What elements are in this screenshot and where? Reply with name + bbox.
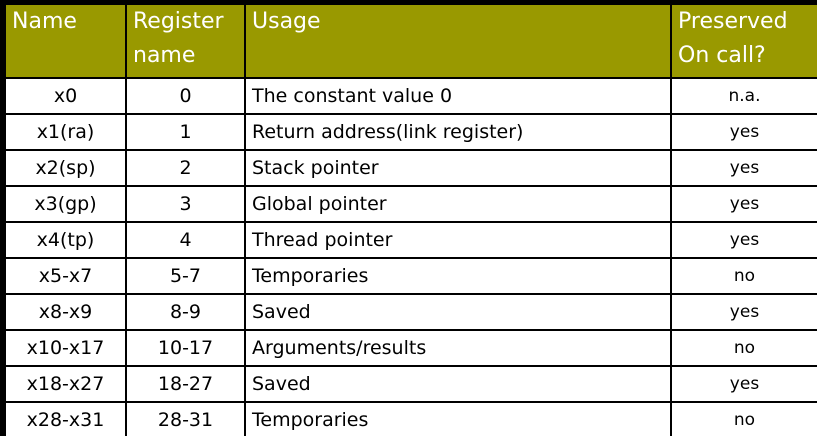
header-preserved: Preserved On call? bbox=[672, 5, 817, 77]
cell-name: x5-x7 bbox=[6, 259, 125, 293]
cell-name: x3(gp) bbox=[6, 187, 125, 221]
cell-usage: Saved bbox=[246, 295, 670, 329]
cell-register-number: 28-31 bbox=[127, 403, 244, 437]
cell-usage: Global pointer bbox=[246, 187, 670, 221]
cell-name: x2(sp) bbox=[6, 151, 125, 185]
cell-register-number: 4 bbox=[127, 223, 244, 257]
cell-register-number: 8-9 bbox=[127, 295, 244, 329]
cell-register-number: 5-7 bbox=[127, 259, 244, 293]
cell-usage: Temporaries bbox=[246, 403, 670, 437]
cell-register-number: 18-27 bbox=[127, 367, 244, 401]
cell-usage: Arguments/results bbox=[246, 331, 670, 365]
cell-preserved: yes bbox=[672, 187, 817, 221]
header-name: Name bbox=[6, 5, 125, 77]
cell-register-number: 10-17 bbox=[127, 331, 244, 365]
cell-usage: Stack pointer bbox=[246, 151, 670, 185]
cell-preserved: yes bbox=[672, 295, 817, 329]
cell-preserved: no bbox=[672, 403, 817, 437]
cell-name: x28-x31 bbox=[6, 403, 125, 437]
cell-preserved: n.a. bbox=[672, 79, 817, 113]
cell-register-number: 3 bbox=[127, 187, 244, 221]
cell-register-number: 0 bbox=[127, 79, 244, 113]
cell-name: x10-x17 bbox=[6, 331, 125, 365]
cell-preserved: no bbox=[672, 331, 817, 365]
cell-preserved: yes bbox=[672, 115, 817, 149]
cell-register-number: 2 bbox=[127, 151, 244, 185]
cell-preserved: yes bbox=[672, 367, 817, 401]
cell-preserved: yes bbox=[672, 223, 817, 257]
register-table: Name Register name Usage Preserved On ca… bbox=[4, 3, 817, 439]
cell-preserved: no bbox=[672, 259, 817, 293]
cell-usage: Saved bbox=[246, 367, 670, 401]
table-header-row: Name Register name Usage Preserved On ca… bbox=[6, 5, 817, 77]
cell-usage: Return address(link register) bbox=[246, 115, 670, 149]
cell-name: x18-x27 bbox=[6, 367, 125, 401]
cell-preserved: yes bbox=[672, 151, 817, 185]
header-register-name: Register name bbox=[127, 5, 244, 77]
cell-usage: Thread pointer bbox=[246, 223, 670, 257]
cell-register-number: 1 bbox=[127, 115, 244, 149]
cell-usage: The constant value 0 bbox=[246, 79, 670, 113]
cell-name: x0 bbox=[6, 79, 125, 113]
cell-name: x8-x9 bbox=[6, 295, 125, 329]
header-usage: Usage bbox=[246, 5, 670, 77]
cell-name: x4(tp) bbox=[6, 223, 125, 257]
cell-name: x1(ra) bbox=[6, 115, 125, 149]
cell-usage: Temporaries bbox=[246, 259, 670, 293]
